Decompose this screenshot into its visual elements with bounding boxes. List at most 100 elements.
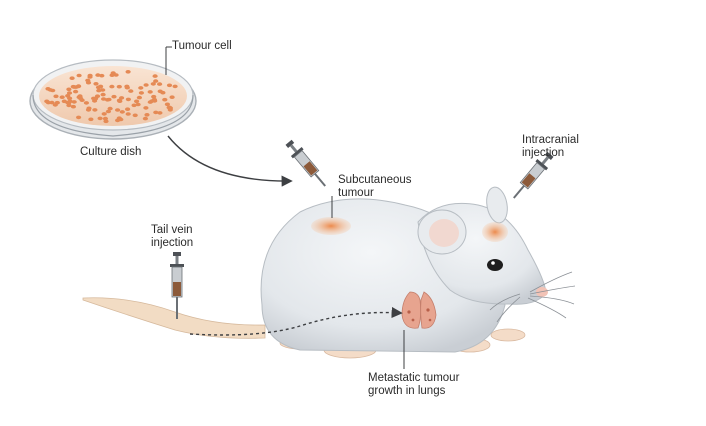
tumour-cell-dot xyxy=(76,95,82,99)
tumour-cell-dot xyxy=(128,89,134,93)
tumour-cell-dot xyxy=(157,111,163,115)
tumour-cell-dot xyxy=(66,87,72,92)
tumour-cell-dot xyxy=(115,108,121,112)
tumour-cells xyxy=(44,70,178,124)
tumour-cell-dot xyxy=(44,99,50,104)
tumour-cell-dot xyxy=(169,95,175,99)
tumour-cell-dot xyxy=(125,107,131,111)
mouse-eye-highlight xyxy=(491,261,495,265)
syringe-icon xyxy=(285,139,326,187)
intracranial-label-1: Intracranial xyxy=(522,134,579,146)
tumour-cell-dot xyxy=(71,100,77,104)
tumour-cell-dot xyxy=(143,83,149,87)
tumour-cell-dot xyxy=(103,119,109,124)
tumour-cell-dot xyxy=(135,102,141,107)
tumour-cell-dot xyxy=(70,104,76,109)
tumour-cell-dot xyxy=(101,112,107,116)
metastatic-label-2: growth in lungs xyxy=(368,385,446,397)
subcutaneous-tumour-spot xyxy=(311,217,351,235)
tumour-cell-dot xyxy=(151,97,157,102)
syringe-icon-tail-vein xyxy=(170,252,184,319)
tumour-cell-dot xyxy=(45,87,51,91)
tumour-cell-dot xyxy=(53,94,59,99)
tumour-cell-label: Tumour cell xyxy=(172,40,232,52)
tumour-cell-dot xyxy=(107,106,113,111)
tumour-cell-dot xyxy=(124,84,130,89)
tumour-cell-dot xyxy=(88,117,94,122)
mouse-ear-inner xyxy=(429,219,459,247)
metastatic-label-1: Metastatic tumour xyxy=(368,372,460,384)
tumour-cell-dot xyxy=(67,99,73,104)
mouse-tail xyxy=(82,297,266,339)
subcutaneous-label-1: Subcutaneous xyxy=(338,174,412,186)
tail-vein-label-1: Tail vein xyxy=(151,224,193,236)
tumour-cell-dot xyxy=(125,112,131,116)
tumour-cell-dot xyxy=(76,73,82,78)
tumour-cell-dot xyxy=(119,96,125,100)
tumour-cell-dot xyxy=(153,110,159,115)
tumour-cell-dot xyxy=(85,80,92,85)
tumour-cell-dot xyxy=(73,89,79,94)
tumour-cell-dot xyxy=(96,88,102,93)
tumour-cell-dot xyxy=(172,84,178,89)
tumour-cell-dot xyxy=(152,74,158,78)
dotted-arrow-icon xyxy=(189,306,403,336)
tumour-cell-dot xyxy=(87,73,93,78)
tumour-cell-dot xyxy=(151,94,157,99)
tail-vein-label-2: injection xyxy=(151,237,194,249)
tumour-cell-dot xyxy=(142,116,148,121)
curved-arrow-icon xyxy=(167,135,293,187)
tumour-cell-dot xyxy=(93,82,99,86)
tumour-cell-dot xyxy=(66,91,73,95)
tumour-cell-dot xyxy=(76,115,82,120)
tumour-cell-dot xyxy=(143,106,149,110)
tumour-cell-dot xyxy=(100,88,106,92)
tumour-cell-dot xyxy=(144,113,150,117)
tumour-cell-dot xyxy=(69,76,75,80)
tumour-cell-dot xyxy=(97,116,103,121)
tumour-cell-dot xyxy=(157,82,163,86)
intracranial-tumour-spot xyxy=(482,222,508,242)
intracranial-label-2: injection xyxy=(522,147,565,159)
tumour-cell-dot xyxy=(99,73,105,78)
mouse-ear-right xyxy=(486,186,508,224)
culture-dish-icon xyxy=(29,59,197,140)
tumour-cell-dot xyxy=(134,99,140,104)
tumour-cell-dot xyxy=(59,95,65,99)
tumour-cell-dot xyxy=(54,100,60,105)
syringe-icon-intracranial xyxy=(513,151,554,199)
tumour-cell-dot xyxy=(116,84,122,89)
tumour-cell-dot xyxy=(166,83,173,88)
mouse-front-paw-2 xyxy=(490,328,526,342)
tumour-cell-dot xyxy=(101,97,107,101)
tumour-cell-dot xyxy=(162,97,168,102)
tumour-cell-dot xyxy=(110,71,116,75)
tumour-cell-dot xyxy=(102,116,108,121)
tumour-cell-dot xyxy=(125,97,131,102)
mouse-icon xyxy=(82,186,576,359)
tumour-cell-dot xyxy=(132,113,138,118)
tumour-cell-dot xyxy=(65,94,71,98)
tumour-cell-dot xyxy=(83,101,89,105)
tumour-cell-dot xyxy=(131,103,137,108)
tumour-cell-dot xyxy=(109,84,115,89)
tumour-cell-dot xyxy=(164,102,170,107)
lung-icon xyxy=(401,291,437,329)
tumour-cell-dot xyxy=(138,86,144,90)
tumour-cell-dot xyxy=(70,84,76,89)
tumour-cell-dot xyxy=(98,84,104,89)
tumour-cell-dot xyxy=(116,116,122,120)
tumour-cell-dot xyxy=(111,94,117,99)
subcutaneous-label-2: tumour xyxy=(338,187,374,199)
tumour-cell-dot xyxy=(93,96,99,101)
tumour-cell-dot xyxy=(157,89,163,94)
tumour-cell-dot xyxy=(136,95,142,100)
tumour-cell-dot xyxy=(138,91,144,95)
tumour-cell-dot xyxy=(75,84,81,89)
tumour-cell-dot xyxy=(104,98,111,102)
tumour-cell-dot xyxy=(92,108,98,112)
tumour-cell-dot xyxy=(61,99,67,104)
culture-dish-label: Culture dish xyxy=(80,146,142,158)
tumour-cell-dot xyxy=(119,110,125,114)
